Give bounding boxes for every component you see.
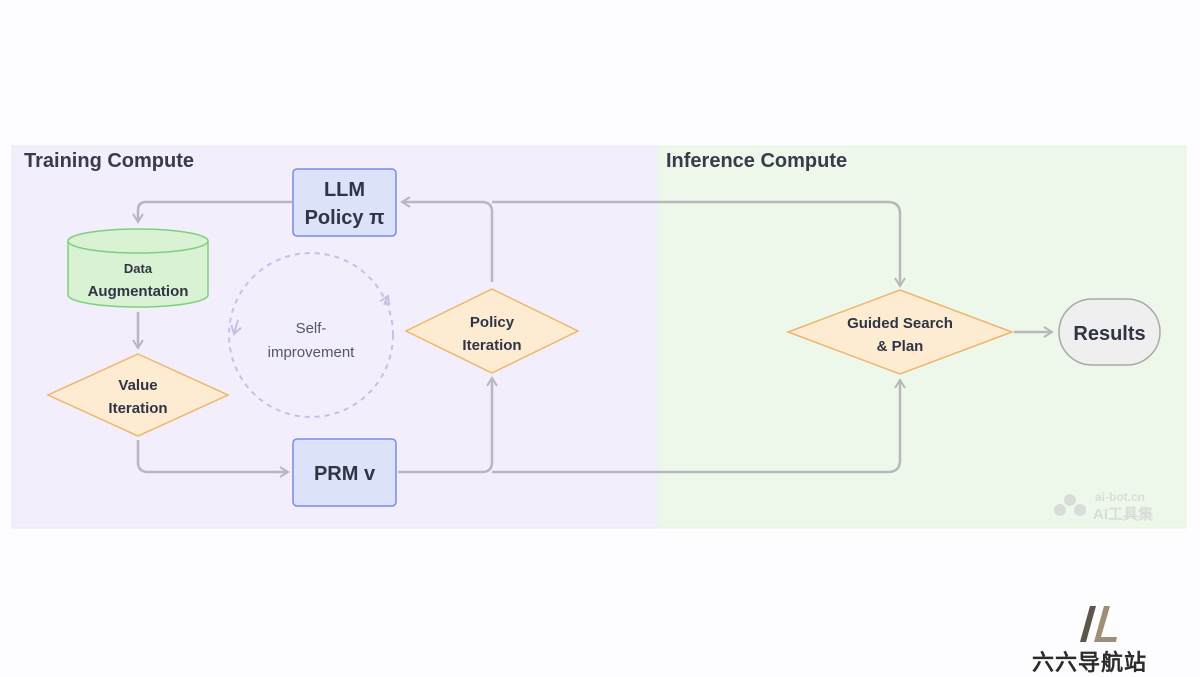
- arrow-prm-to-policy: [398, 376, 498, 474]
- brand-logo-icon: [1080, 606, 1117, 642]
- prm-label: PRM v: [314, 463, 376, 485]
- arrow-llm-to-data: [132, 200, 292, 224]
- cycle-arrow-right: [379, 294, 391, 306]
- data-augmentation-label-line2: Augmentation: [88, 283, 189, 300]
- data-augmentation-label-line1: Data: [124, 261, 153, 276]
- arrow-value-to-prm: [136, 440, 290, 478]
- watermark-domain: ai-bot.cn: [1095, 490, 1145, 504]
- llm-policy-label-line2: Policy π: [305, 207, 385, 229]
- guided-search-label-line1: Guided Search: [847, 315, 953, 332]
- cycle-arrow-left: [230, 319, 242, 336]
- self-improvement-label-line2: improvement: [268, 344, 356, 361]
- self-improvement-label-line1: Self-: [296, 320, 327, 337]
- training-compute-title: Training Compute: [24, 150, 194, 172]
- value-iteration-label-line2: Iteration: [108, 400, 167, 417]
- policy-iteration-label-line2: Iteration: [462, 337, 521, 354]
- results-node: [1058, 298, 1161, 366]
- policy-iteration-label-line1: Policy: [470, 314, 515, 331]
- brand-text: 六六导航站: [1032, 650, 1148, 675]
- data-augmentation-node: [67, 228, 209, 308]
- value-iteration-node: [46, 353, 230, 437]
- prm-node: [292, 438, 397, 507]
- guided-search-node: [785, 289, 1015, 375]
- policy-iteration-node: [404, 288, 580, 374]
- llm-policy-node: [292, 168, 397, 237]
- watermark-name: AI工具集: [1093, 506, 1154, 523]
- arrow-llm-to-search: [492, 200, 906, 288]
- llm-policy-label-line1: LLM: [324, 179, 365, 201]
- guided-search-label-line2: & Plan: [877, 338, 924, 355]
- inference-compute-title: Inference Compute: [666, 150, 848, 172]
- value-iteration-label-line1: Value: [118, 377, 157, 394]
- watermark-logo-icon: [1054, 494, 1086, 516]
- arrow-policy-to-llm: [400, 196, 494, 282]
- arrow-prm-to-search: [492, 378, 906, 474]
- self-improvement-cycle: [228, 252, 394, 418]
- results-label: Results: [1073, 323, 1145, 345]
